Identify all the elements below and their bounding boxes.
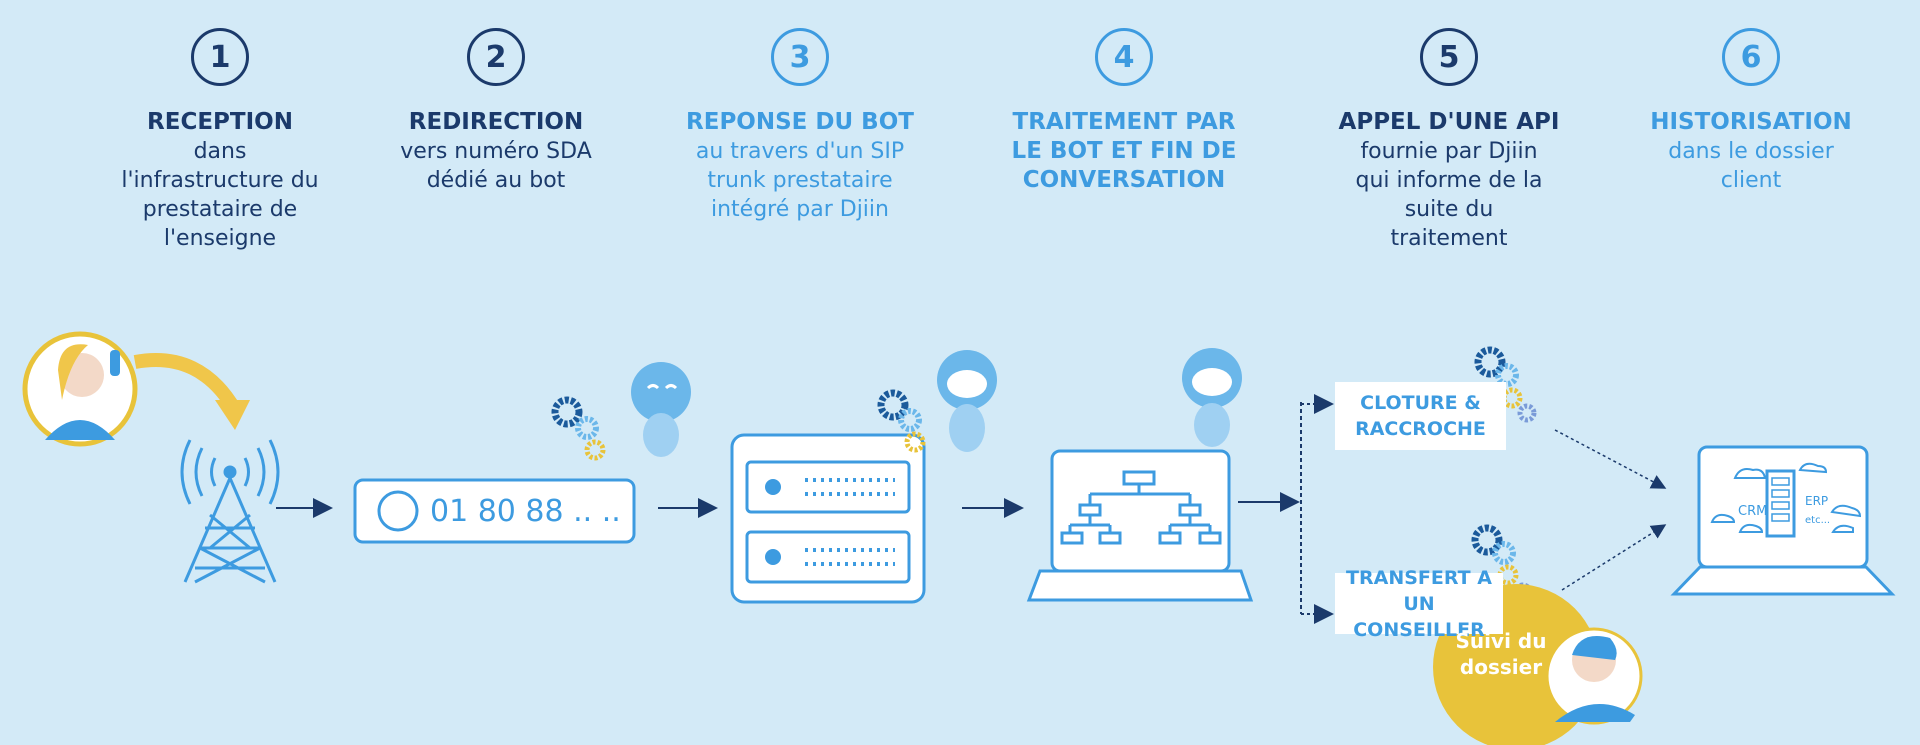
step-3: 3 REPONSE DU BOT au travers d'un SIP tru… xyxy=(660,28,940,224)
branch-arrow xyxy=(1554,429,1667,489)
step-title: TRAITEMENT PAR LE BOT ET FIN DE CONVERSA… xyxy=(1011,109,1237,193)
gears-icon xyxy=(1474,346,1537,423)
step-title: REPONSE DU BOT xyxy=(686,109,914,135)
step-number: 6 xyxy=(1722,28,1780,86)
bot-mascot-icon xyxy=(631,362,691,457)
erp-label: ERP xyxy=(1805,494,1828,508)
bot-mascot-icon xyxy=(937,350,997,452)
antenna-tower-icon xyxy=(180,439,280,584)
step-4: 4 TRAITEMENT PAR LE BOT ET FIN DE CONVER… xyxy=(984,28,1264,195)
step-number: 4 xyxy=(1095,28,1153,86)
call-curve-arrow xyxy=(133,353,242,414)
branch-arrow xyxy=(1561,524,1667,591)
followup-label: Suivi du dossier xyxy=(1455,629,1547,679)
laptop-decision-tree-icon xyxy=(1026,449,1254,602)
server-icon xyxy=(730,433,926,604)
step-title: HISTORISATION xyxy=(1650,109,1852,135)
step-desc: dans l'infrastructure du prestataire de … xyxy=(121,139,319,251)
etc-label: etc... xyxy=(1805,515,1830,526)
step-5: 5 APPEL D'UNE API fournie par Djiin qui … xyxy=(1309,28,1589,253)
transfer-outcome-box: TRANSFERT A UN CONSEILLER xyxy=(1335,567,1503,641)
phone-number-box xyxy=(353,478,636,544)
crm-label: CRM xyxy=(1738,504,1767,519)
step-6: 6 HISTORISATION dans le dossier client xyxy=(1611,28,1891,195)
step-desc: vers numéro SDA dédié au bot xyxy=(400,139,592,193)
step-number: 1 xyxy=(191,28,249,86)
step-title: REDIRECTION xyxy=(408,109,584,135)
gears-icon xyxy=(551,396,606,461)
call-arrow-head xyxy=(215,400,250,430)
step-desc: fournie par Djiin qui informe de la suit… xyxy=(1355,139,1543,251)
step-title: APPEL D'UNE API xyxy=(1338,109,1560,135)
phone-number: 01 80 88 .. .. xyxy=(430,494,621,529)
step-1: 1 RECEPTION dans l'infrastructure du pre… xyxy=(80,28,360,253)
bot-mascot-icon xyxy=(1182,348,1242,447)
step-number: 3 xyxy=(771,28,829,86)
step-number: 2 xyxy=(467,28,525,86)
laptop-crm-icon xyxy=(1670,445,1896,596)
step-2: 2 REDIRECTION vers numéro SDA dédié au b… xyxy=(356,28,636,195)
close-outcome-box: CLOTURE & RACCROCHE xyxy=(1335,382,1506,450)
caller-avatar xyxy=(22,331,138,447)
step-desc: dans le dossier client xyxy=(1668,139,1834,193)
gears-icon xyxy=(877,389,926,453)
phone-icon xyxy=(377,490,419,532)
step-title: RECEPTION xyxy=(147,109,293,135)
step-number: 5 xyxy=(1420,28,1478,86)
step-desc: au travers d'un SIP trunk prestataire in… xyxy=(695,139,905,222)
advisor-avatar xyxy=(1545,627,1643,725)
